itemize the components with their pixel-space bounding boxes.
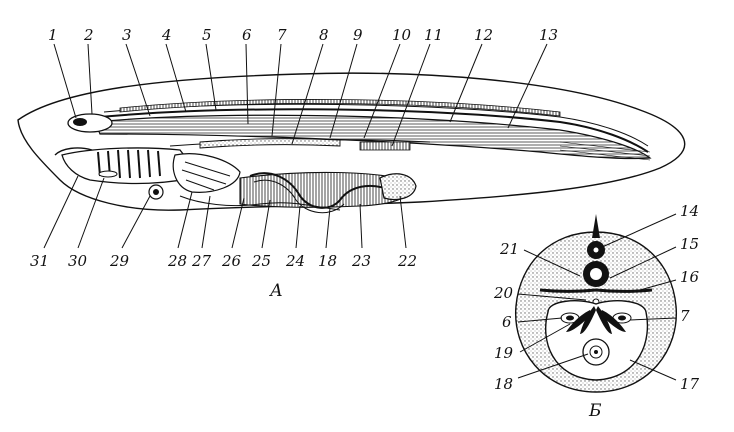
- label-a-28: 28: [167, 252, 187, 270]
- label-b-16: 16: [680, 268, 700, 286]
- label-a-11: 11: [424, 26, 443, 44]
- label-a-6: 6: [242, 26, 252, 44]
- label-a-12: 12: [474, 26, 493, 44]
- label-a-1: 1: [48, 26, 58, 44]
- eye-spot: [73, 118, 87, 126]
- leader-lines-a: [43, 43, 548, 249]
- label-a-8: 8: [319, 26, 329, 44]
- gonad-band: [199, 138, 341, 149]
- label-a-25: 25: [251, 252, 271, 270]
- label-a-27: 27: [191, 252, 212, 270]
- horizontal-septum: [539, 288, 653, 293]
- label-a-5: 5: [202, 26, 212, 44]
- gonad-left-inner: [566, 315, 574, 321]
- label-a-24: 24: [285, 252, 305, 270]
- intestine: [249, 172, 391, 209]
- gut-center: [594, 350, 598, 354]
- leader-lines-b: [517, 213, 677, 381]
- gonad-right-inner: [618, 315, 626, 321]
- anterior-chamber-inner: [153, 189, 159, 195]
- label-a-13: 13: [539, 26, 558, 44]
- label-b-17: 17: [680, 375, 700, 393]
- pharynx: [61, 147, 202, 185]
- label-b-14: 14: [680, 202, 699, 220]
- label-a-22: 22: [397, 252, 417, 270]
- hepatic-caecum-hatch: [181, 161, 231, 191]
- label-a-23: 23: [351, 252, 371, 270]
- oral-hood: [54, 147, 93, 156]
- label-a-10: 10: [392, 26, 412, 44]
- figure-a-longitudinal-section: 1 2 3 4 5 6 7 8 9 10 11 12 13 31 30 29 2…: [17, 26, 686, 301]
- dorsal-fin-chambers: [119, 99, 561, 117]
- label-a-4: 4: [161, 26, 172, 44]
- label-a-9: 9: [353, 26, 363, 44]
- velum: [98, 170, 118, 178]
- posterior-gonad: [379, 173, 417, 201]
- tail-fin-rays: [559, 141, 651, 161]
- nerve-cord: [99, 108, 649, 153]
- ventral-vessel: [179, 195, 341, 211]
- label-b-6: 6: [502, 313, 512, 331]
- label-b-21: 21: [499, 240, 519, 258]
- label-b-7: 7: [680, 307, 690, 325]
- label-a-29: 29: [109, 252, 130, 270]
- label-a-7: 7: [277, 26, 287, 44]
- label-b-15: 15: [680, 235, 699, 253]
- neural-canal: [593, 247, 599, 253]
- label-b-19: 19: [494, 344, 514, 362]
- label-b-20: 20: [493, 284, 514, 302]
- caption-a: А: [269, 281, 283, 301]
- notochord: [94, 114, 652, 160]
- label-a-2: 2: [83, 26, 94, 44]
- gill-bars-b: [566, 306, 626, 334]
- label-a-18: 18: [318, 252, 337, 270]
- label-a-3: 3: [122, 26, 132, 44]
- label-a-26: 26: [221, 252, 242, 270]
- dorsal-fin: [592, 214, 600, 238]
- body-outline: [17, 72, 686, 211]
- hepatic-caecum: [172, 153, 241, 193]
- notochord-inner: [590, 268, 602, 280]
- nephridia: [359, 141, 411, 151]
- label-b-18: 18: [494, 375, 513, 393]
- figure-b-cross-section: 14 15 16 7 17 18 19 6 20 21 Б: [493, 202, 700, 421]
- label-a-31: 31: [30, 252, 49, 270]
- caption-b: Б: [588, 401, 602, 421]
- label-a-30: 30: [68, 252, 88, 270]
